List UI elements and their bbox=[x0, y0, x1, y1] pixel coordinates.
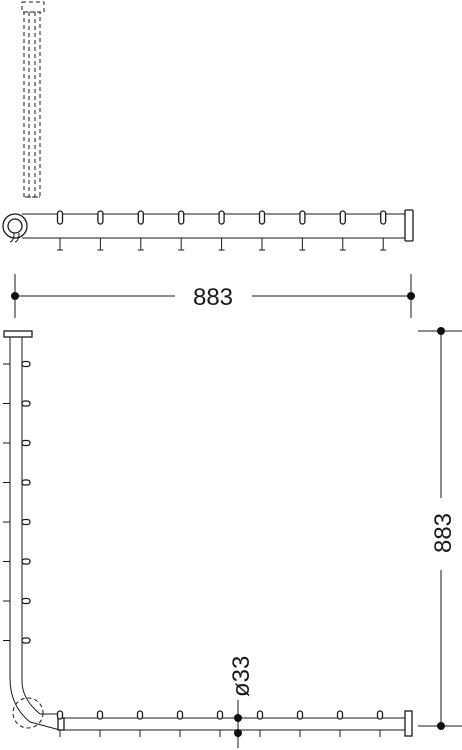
ring-side bbox=[299, 210, 306, 251]
ring-vertical bbox=[3, 400, 31, 407]
ring-side bbox=[339, 210, 346, 251]
ring-horizontal bbox=[216, 710, 224, 737]
ring-horizontal bbox=[336, 710, 344, 737]
dimension-width: 883 bbox=[11, 274, 415, 318]
ring-vertical bbox=[3, 518, 31, 526]
tube-diameter-marker: ø33 bbox=[228, 656, 255, 748]
ceiling-support-dashed bbox=[21, 1, 45, 198]
corner-elbow bbox=[9, 677, 61, 731]
ring-vertical bbox=[3, 439, 31, 447]
ring-horizontal bbox=[56, 710, 64, 737]
ring-vertical bbox=[3, 637, 31, 644]
curtain-rings-horizontal bbox=[56, 710, 384, 737]
horizontal-rail-arm bbox=[57, 710, 413, 737]
ring-horizontal bbox=[176, 710, 184, 737]
curtain-rings-vertical bbox=[3, 360, 31, 644]
ring-side bbox=[178, 210, 185, 251]
ring-horizontal bbox=[96, 710, 104, 737]
ring-vertical bbox=[3, 558, 31, 565]
wall-bracket-side bbox=[2, 213, 28, 243]
width-dimension-label: 883 bbox=[193, 284, 233, 311]
ring-side bbox=[56, 210, 64, 251]
ring-horizontal bbox=[136, 710, 144, 737]
ring-vertical bbox=[3, 479, 31, 486]
side-elevation: 883 bbox=[2, 1, 415, 318]
ring-vertical bbox=[3, 597, 31, 605]
diameter-label: ø33 bbox=[228, 656, 255, 697]
ring-side bbox=[380, 210, 387, 251]
plan-view: ø33 883 bbox=[3, 327, 462, 748]
ring-side bbox=[218, 210, 225, 251]
vertical-rail-arm bbox=[3, 330, 33, 683]
ring-side bbox=[137, 210, 144, 251]
rail-tube-side bbox=[22, 209, 414, 242]
dimension-height: 883 bbox=[418, 327, 462, 730]
curtain-rings-side bbox=[56, 210, 387, 251]
ring-horizontal bbox=[376, 710, 384, 737]
height-dimension-label: 883 bbox=[430, 513, 457, 553]
ring-horizontal bbox=[296, 710, 304, 737]
ring-side bbox=[258, 210, 266, 251]
ring-horizontal bbox=[256, 710, 264, 737]
ring-side bbox=[97, 210, 104, 251]
ring-vertical bbox=[3, 360, 31, 368]
